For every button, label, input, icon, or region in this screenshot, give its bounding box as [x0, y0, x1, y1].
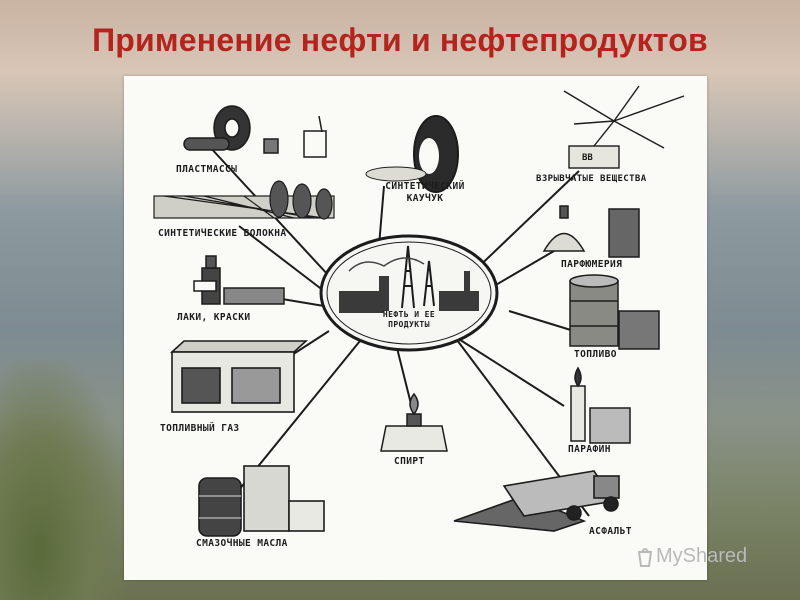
label-rubber-line1: СИНТЕТИЧЕСКИЙ	[385, 181, 465, 192]
candle-icon	[570, 366, 631, 444]
center-label-line2: ПРОДУКТЫ	[388, 320, 430, 329]
plastics-icon	[183, 105, 327, 158]
line-explosives	[468, 170, 580, 277]
line-paraffin	[453, 335, 565, 407]
label-gas: ТОПЛИВНЫЙ ГАЗ	[160, 423, 240, 434]
center-oil-hub	[319, 234, 499, 352]
line-fuel	[508, 310, 575, 332]
label-paraffin: ПАРАФИН	[568, 444, 611, 455]
tire-icon	[365, 115, 459, 193]
gas-stove-icon	[169, 340, 309, 413]
perfume-icon	[542, 205, 640, 258]
center-label-line1: НЕФТЬ И ЕЕ	[382, 310, 436, 319]
line-rubber	[378, 185, 385, 247]
paint-cans-icon	[193, 255, 285, 305]
label-asphalt: АСФАЛЬТ	[589, 526, 632, 537]
fibers-icon	[153, 180, 335, 220]
label-rubber-line2: КАУЧУК	[406, 193, 444, 204]
background-shore-grass	[0, 360, 130, 600]
center-label: НЕФТЬ И ЕЕ ПРОДУКТЫ	[349, 310, 469, 330]
diagram-illustration: ВВ	[153, 85, 685, 537]
label-rubber: СИНТЕТИЧЕСКИЙ КАУЧУК	[360, 181, 490, 205]
diagram-panel: ВВ	[124, 76, 707, 580]
label-fibers: СИНТЕТИЧЕСКИЕ ВОЛОКНА	[158, 228, 287, 239]
watermark: MyShared	[636, 543, 776, 569]
myshared-logo-icon	[637, 548, 653, 567]
oil-barrels-icon	[198, 465, 325, 537]
refinery-icon	[339, 271, 479, 313]
watermark-text: MyShared	[656, 545, 748, 567]
asphalt-truck-icon	[453, 470, 620, 532]
line-fibers	[238, 225, 325, 292]
explosives-box-label: ВВ	[582, 153, 593, 163]
label-alcohol: СПИРТ	[394, 456, 425, 467]
label-oils: СМАЗОЧНЫЕ МАСЛА	[196, 538, 288, 549]
label-plastics: ПЛАСТМАССЫ	[176, 164, 238, 175]
spirit-lamp-icon	[380, 392, 448, 452]
line-perfume	[493, 250, 555, 287]
smoke-icon	[348, 257, 425, 272]
fuel-barrels-icon	[569, 274, 660, 350]
explosion-icon: ВВ	[563, 85, 685, 169]
slide-title: Применение нефти и нефтепродуктов	[92, 22, 708, 58]
label-paints: ЛАКИ, КРАСКИ	[177, 312, 251, 323]
label-perfume: ПАРФЮМЕРИЯ	[561, 259, 623, 270]
label-fuel: ТОПЛИВО	[574, 349, 617, 360]
label-explosives: ВЗРЫВЧАТЫЕ ВЕЩЕСТВА	[536, 174, 647, 184]
